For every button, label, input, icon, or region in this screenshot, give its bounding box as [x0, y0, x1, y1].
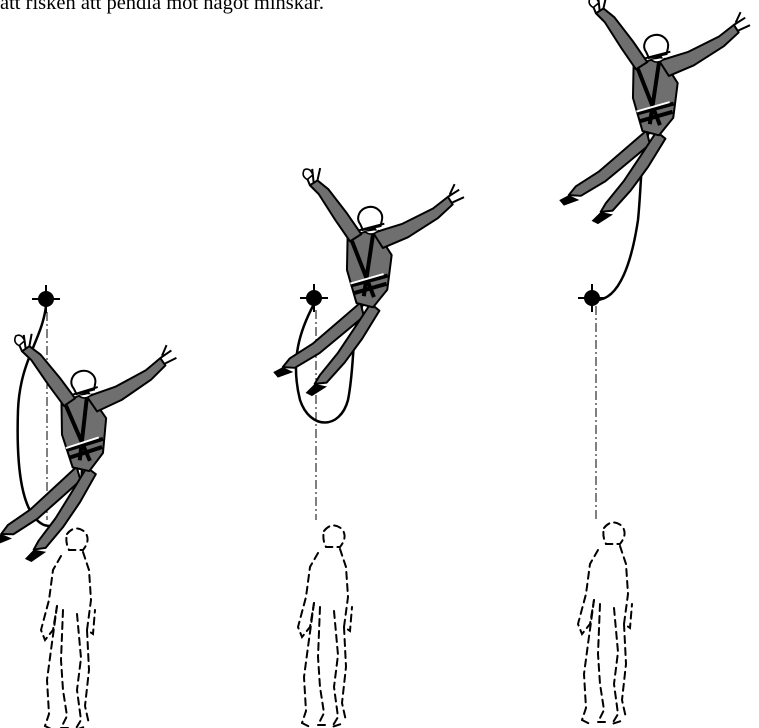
falling-worker-icon [252, 153, 483, 400]
scene-2 [252, 153, 483, 727]
scene-3 [538, 0, 759, 724]
standing-worker-outline-icon [578, 522, 632, 724]
falling-worker-icon [0, 314, 202, 567]
falling-worker-icon [538, 0, 759, 228]
standing-worker-outline-icon [41, 528, 95, 728]
anchor-point-icon [300, 284, 328, 312]
standing-worker-outline-icon [298, 525, 352, 727]
scene-1 [0, 285, 202, 728]
